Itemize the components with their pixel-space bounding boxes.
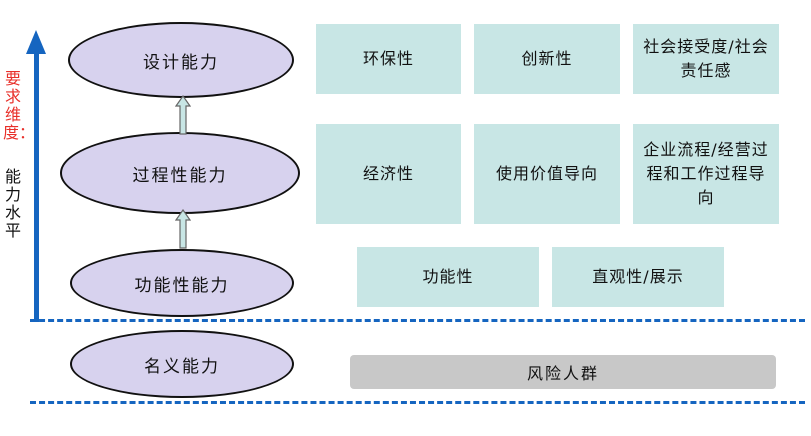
separator-dashed-line (30, 401, 805, 404)
level-nominal-capability: 名义能力 (70, 330, 294, 398)
req-process-orientation: 企业流程/经营过程和工作过程导向 (633, 124, 779, 224)
req-economy: 经济性 (316, 124, 461, 224)
level-axis-arrowhead (26, 30, 46, 54)
req-risk-group: 风险人群 (350, 355, 776, 389)
req-functionality: 功能性 (357, 247, 539, 307)
level-process-capability: 过程性能力 (60, 132, 300, 214)
up-arrow-icon (175, 95, 191, 135)
axis-label-requirement: 要求维度： (3, 69, 36, 142)
up-arrow-icon (175, 209, 191, 249)
req-environmental: 环保性 (316, 24, 461, 94)
req-use-value: 使用价值导向 (474, 124, 620, 224)
req-innovation: 创新性 (474, 24, 620, 94)
level-axis-arrow (34, 52, 39, 322)
req-social-acceptance: 社会接受度/社会责任感 (633, 24, 779, 94)
axis-label-level: 能力水平 (4, 167, 21, 240)
req-intuitiveness: 直观性/展示 (552, 247, 724, 307)
level-design-capability: 设计能力 (68, 22, 294, 98)
level-functional-capability: 功能性能力 (70, 249, 294, 317)
separator-dashed-line (30, 319, 805, 322)
